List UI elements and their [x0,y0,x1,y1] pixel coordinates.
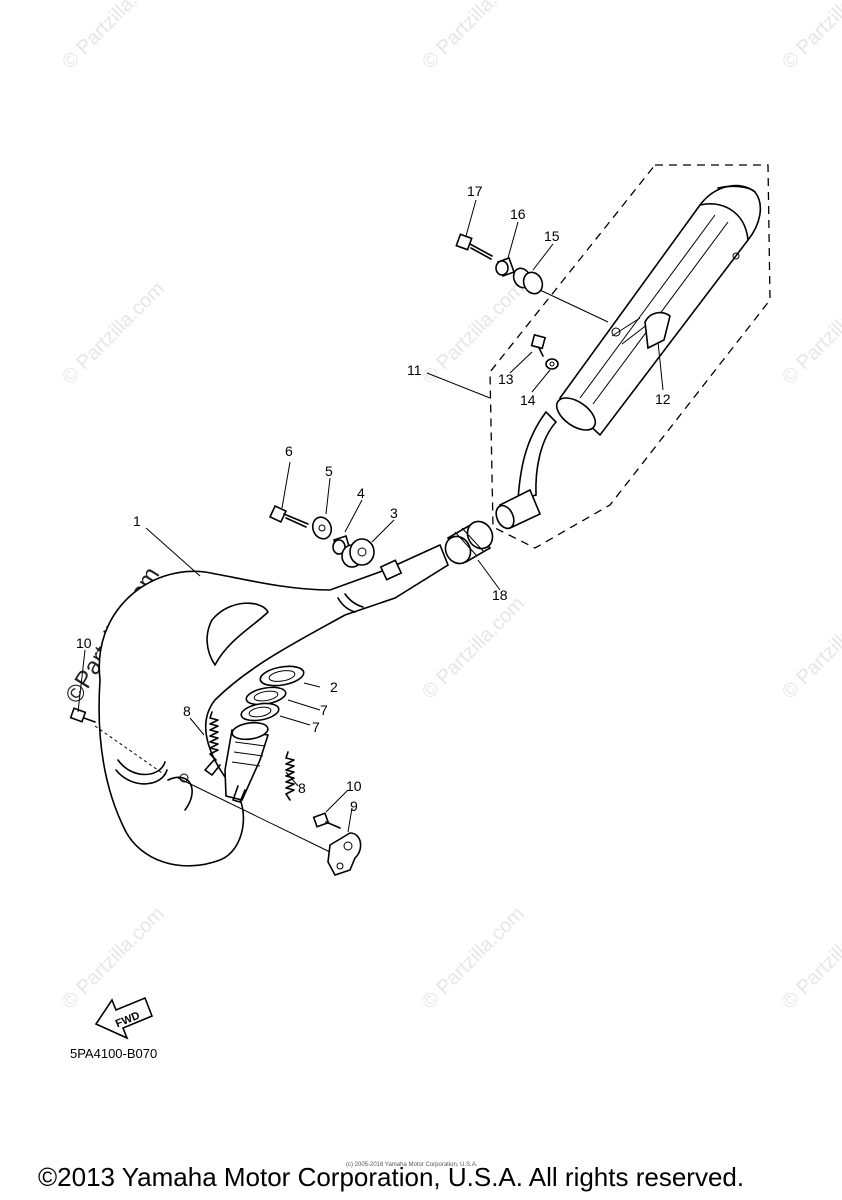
callout-15: 15 [544,228,560,244]
muffler-inlet-pipe[interactable] [493,410,558,531]
callout-11: 11 [407,362,422,378]
washer-5[interactable] [310,515,334,542]
copyright-footer: ©2013 Yamaha Motor Corporation, U.S.A. A… [38,1162,745,1192]
grommet-15[interactable] [511,266,546,297]
callout-17: 17 [467,183,483,199]
callout-18: 18 [492,587,508,603]
watermark: © Partzilla.com [778,0,842,74]
callout-8a: 8 [183,703,191,719]
callout-2: 2 [330,679,338,695]
callout-7a: 7 [320,702,328,718]
callout-4: 4 [357,485,365,501]
watermark: © Partzilla.com [778,903,842,1014]
bolt-10-upper[interactable] [69,707,96,723]
exhaust-joint-18[interactable] [441,517,498,568]
watermark: © Partzilla.com [418,0,529,74]
callout-7b: 7 [312,719,320,735]
small-copyright-note: (c) 2005-2016 Yamaha Motor Corporation, … [346,1162,478,1168]
grommet-3[interactable] [341,538,375,568]
flange-gasket-stack[interactable] [240,663,305,723]
exhaust-pipe[interactable] [98,543,449,867]
watermark: © Partzilla.com [58,0,169,74]
callout-leaders [77,199,664,833]
diagram-code: 5PA4100-B070 [70,1046,158,1061]
callout-14: 14 [520,392,536,408]
watermark: © Partzilla.com [418,903,529,1014]
muffler-assembly-outline [489,164,771,549]
watermark: © Partzilla.com [58,278,169,389]
callout-10a: 10 [346,778,362,794]
watermark: © Partzilla.com [418,593,529,704]
bolt-17[interactable] [455,233,493,260]
watermark: © Partzilla.com [58,903,169,1014]
mount-hole [179,773,189,783]
alignment-line [177,777,331,853]
callout-3: 3 [390,505,398,521]
callout-1: 1 [133,513,141,529]
callout-10b: 10 [76,635,92,651]
alignment-line [94,725,166,776]
callout-12: 12 [655,391,671,407]
mounting-bracket[interactable] [327,832,362,876]
callout-9: 9 [350,798,358,814]
spring-left[interactable] [209,711,219,761]
callout-labels: 1 2 3 4 5 6 7 7 8 8 9 10 10 11 12 13 14 … [76,183,671,814]
collar-16[interactable] [495,256,516,278]
watermark: © Partzilla.com [778,278,842,389]
callout-8b: 8 [298,780,306,796]
manifold-joint[interactable] [204,721,270,803]
callout-5: 5 [325,463,333,479]
spring-right[interactable] [285,751,295,801]
mount-bolt-6[interactable] [268,504,309,528]
fwd-arrow-icon: FWD [94,996,154,1040]
silencer[interactable] [551,184,762,437]
bolt-13[interactable] [530,333,547,357]
washer-14[interactable] [545,358,559,370]
callout-13: 13 [498,371,514,387]
watermark: © Partzilla.com [778,593,842,704]
callout-6: 6 [285,443,293,459]
collar-4[interactable] [332,534,351,556]
bolt-10-lower[interactable] [312,812,341,829]
alignment-line [539,289,609,323]
callout-16: 16 [510,206,526,222]
